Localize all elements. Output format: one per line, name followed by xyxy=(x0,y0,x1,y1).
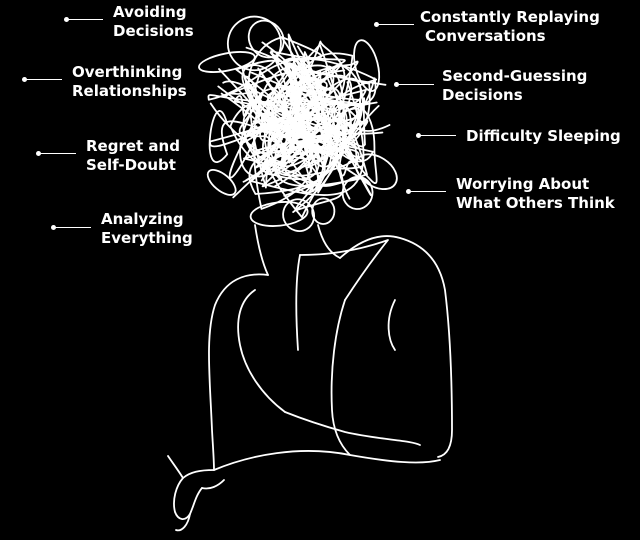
arm-forearm-lower xyxy=(284,411,421,446)
label-line: Constantly Replaying xyxy=(420,8,600,26)
neck-line-right xyxy=(317,224,341,259)
pointer-line xyxy=(68,19,103,20)
scribble-stroke xyxy=(208,86,360,185)
scribble-loop xyxy=(354,153,398,190)
label-line: Relationships xyxy=(72,82,187,100)
scribble-stroke xyxy=(209,65,365,170)
pointer-line xyxy=(26,79,62,80)
pointer-line xyxy=(40,153,76,154)
pointer-dot xyxy=(416,133,421,138)
label-overthinking-relationships: Overthinking Relationships xyxy=(72,63,187,101)
scribble-stroke xyxy=(207,58,378,183)
scribble-loop xyxy=(353,39,381,92)
scribble-stroke xyxy=(220,67,380,181)
fingers xyxy=(167,455,191,532)
label-line: Self-Doubt xyxy=(86,156,176,174)
shoulder-left xyxy=(208,273,269,471)
hand-back xyxy=(201,479,225,490)
arm-upper xyxy=(237,289,286,413)
label-line: Avoiding xyxy=(113,3,187,21)
scribble-loop xyxy=(282,198,316,232)
label-line: Decisions xyxy=(442,86,523,104)
torso-center xyxy=(330,299,351,456)
label-worrying-about-others: Worrying About What Others Think xyxy=(456,175,615,213)
label-regret-self-doubt: Regret and Self-Doubt xyxy=(86,137,180,175)
label-line: What Others Think xyxy=(456,194,615,212)
pointer-dot xyxy=(406,189,411,194)
label-line: Conversations xyxy=(425,27,546,45)
label-avoiding-decisions: Avoiding Decisions xyxy=(113,3,194,41)
scribble-loop xyxy=(249,201,309,227)
tangled-scribble-head xyxy=(198,15,398,232)
label-line: Decisions xyxy=(113,22,194,40)
scribble-loop xyxy=(226,15,282,72)
scribble-stroke xyxy=(245,112,358,181)
pointer-dot xyxy=(22,77,27,82)
pointer-dot xyxy=(374,22,379,27)
scribble-stroke xyxy=(227,64,362,189)
pointer-dot xyxy=(36,151,41,156)
sleeve-fold xyxy=(387,299,396,351)
label-line: Worrying About xyxy=(456,175,590,193)
pointer-line xyxy=(378,24,414,25)
pointer-dot xyxy=(394,82,399,87)
label-line: Overthinking xyxy=(72,63,183,81)
pointer-line xyxy=(420,135,456,136)
scribble-loop xyxy=(206,168,237,196)
hand xyxy=(173,469,215,520)
scribble-loop xyxy=(198,51,256,73)
neck-line xyxy=(254,224,269,276)
scribble-stroke xyxy=(244,64,377,166)
collar-inner xyxy=(295,254,301,351)
label-constantly-replaying-conversations: Constantly Replaying Conversations xyxy=(420,8,600,46)
label-analyzing-everything: Analyzing Everything xyxy=(101,210,193,248)
pointer-dot xyxy=(64,17,69,22)
scribble-loop xyxy=(311,197,336,225)
scribble-loop xyxy=(247,19,285,59)
shoulder-right-sleeve xyxy=(339,235,453,458)
label-line: Second-Guessing xyxy=(442,67,588,85)
pointer-dot xyxy=(51,225,56,230)
pointer-line xyxy=(398,84,434,85)
collar-line xyxy=(299,239,389,301)
label-line: Difficulty Sleeping xyxy=(466,127,621,145)
scribble-stroke xyxy=(225,33,367,219)
arm-forearm xyxy=(213,450,441,471)
label-second-guessing-decisions: Second-Guessing Decisions xyxy=(442,67,587,105)
scribble-stroke xyxy=(261,51,387,188)
label-line: Analyzing xyxy=(101,210,184,228)
label-line: Regret and xyxy=(86,137,180,155)
label-difficulty-sleeping: Difficulty Sleeping xyxy=(466,127,621,146)
pointer-line xyxy=(55,227,91,228)
label-line: Everything xyxy=(101,229,193,247)
pointer-line xyxy=(410,191,446,192)
